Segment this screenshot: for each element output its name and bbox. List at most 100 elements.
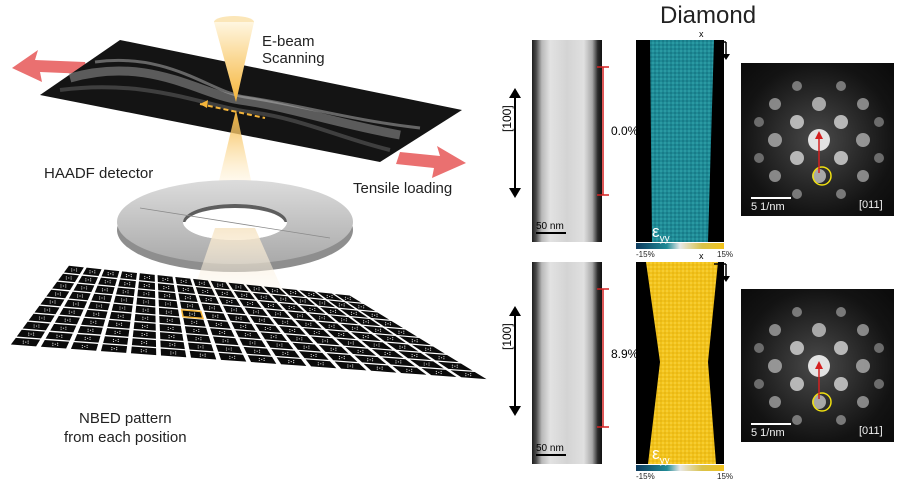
- nbed-spot: [193, 312, 196, 314]
- nbed-spot: [230, 349, 232, 351]
- nbed-spot: [223, 332, 226, 335]
- nbed-spot: [251, 303, 254, 306]
- nbed-spot: [258, 318, 261, 320]
- nbed-spot: [215, 324, 217, 326]
- nbed-spot: [319, 301, 321, 303]
- nbed-spot: [411, 355, 413, 358]
- nbed-spot: [282, 353, 284, 355]
- nbed-spot: [195, 329, 197, 332]
- nbed-spot: [85, 278, 87, 280]
- nbed-spot: [341, 304, 343, 306]
- nbed-spot: [451, 364, 454, 366]
- nbed-spot: [289, 330, 291, 333]
- nbed-spot: [330, 309, 332, 311]
- nbed-spot: [145, 343, 148, 345]
- nbed-spot: [270, 335, 272, 337]
- nbed-spot: [280, 297, 282, 299]
- colorbar-max: 15%: [717, 472, 734, 481]
- nbed-spot: [185, 288, 187, 291]
- nbed-spot: [408, 369, 410, 371]
- nbed-spot: [86, 346, 88, 349]
- nbed-spot: [120, 322, 123, 324]
- nbed-spot: [72, 302, 75, 304]
- nbed-spot: [189, 296, 191, 298]
- nbed-spot: [371, 358, 374, 360]
- nbed-spot: [167, 326, 169, 329]
- nbed-spot: [303, 347, 305, 349]
- nbed-spot: [143, 302, 145, 304]
- nbed-spot: [254, 349, 256, 351]
- map-symbol: εyy: [652, 222, 670, 245]
- nbed-spot: [203, 283, 205, 285]
- nbed-spot: [319, 303, 321, 305]
- nbed-spot: [241, 293, 243, 295]
- nbed-spot: [350, 313, 353, 315]
- nbed-spot: [329, 295, 331, 298]
- nbed-spot: [288, 362, 290, 364]
- nbed-spot: [249, 335, 251, 337]
- nbed-spot: [272, 305, 274, 308]
- nbed-spot: [68, 312, 70, 314]
- nbed-spot: [294, 328, 296, 331]
- nbed-spot: [290, 293, 292, 295]
- tensile-arrow-left: [12, 50, 88, 82]
- nbed-spot: [265, 297, 267, 299]
- nbed-spot: [288, 307, 290, 310]
- nbed-spot: [166, 295, 168, 297]
- nbed-spot: [77, 296, 79, 298]
- nbed-spot: [112, 274, 114, 276]
- nbed-spot: [70, 276, 72, 278]
- nbed-spot: [125, 274, 128, 276]
- nbed-spot: [286, 320, 289, 322]
- strain-map: [636, 40, 724, 249]
- nbed-spot: [401, 346, 403, 348]
- nbed-spot: [168, 337, 170, 339]
- tem-image: 50 nm: [532, 262, 602, 464]
- nbed-spot: [352, 341, 354, 343]
- diffraction-spot: [836, 307, 846, 317]
- nbed-spot: [270, 304, 272, 307]
- nbed-spot: [60, 326, 62, 328]
- nbed-spot: [389, 338, 391, 340]
- nbed-spot: [184, 298, 187, 300]
- nbed-spot: [363, 307, 365, 309]
- nbed-spot: [121, 298, 123, 300]
- nbed-spot: [187, 289, 189, 292]
- tem-scale-bar: [536, 454, 566, 456]
- nbed-spot: [217, 285, 219, 287]
- nbed-spot: [367, 320, 369, 322]
- nbed-spot: [147, 308, 149, 310]
- nbed-spot: [311, 308, 313, 311]
- nbed-spot: [354, 327, 356, 329]
- nbed-spot: [373, 343, 375, 345]
- diffraction-spot: [812, 97, 826, 111]
- nbed-spot: [296, 339, 298, 341]
- nbed-spot: [201, 282, 203, 284]
- nbed-spot: [238, 317, 240, 319]
- direction-label: [100]: [500, 105, 514, 132]
- colorbar-min: -15%: [636, 472, 655, 481]
- nbed-spot: [387, 337, 389, 339]
- nbed-spot: [331, 296, 333, 299]
- nbed-spot: [120, 315, 122, 317]
- nbed-spot: [165, 304, 167, 306]
- diffraction-pattern: 5 1/nm [011]: [741, 63, 894, 216]
- nbed-spot: [240, 326, 242, 328]
- nbed-spot: [435, 372, 437, 375]
- nbed-spot: [362, 335, 364, 337]
- nbed-spot: [121, 307, 123, 309]
- nbed-spot: [343, 358, 345, 360]
- nbed-spot: [65, 276, 67, 278]
- nbed-spot: [205, 298, 207, 300]
- nbed-spot: [52, 344, 54, 346]
- nbed-spot: [223, 330, 226, 333]
- nbed-spot: [121, 300, 123, 302]
- nbed-spot: [60, 328, 62, 330]
- diffraction-pattern: 5 1/nm [011]: [741, 289, 894, 442]
- nbed-spot: [71, 270, 73, 272]
- nbed-spot: [324, 303, 326, 305]
- nbed-spot: [226, 291, 228, 293]
- nbed-spot: [71, 268, 73, 270]
- diffraction-spot: [812, 323, 826, 337]
- nbed-spot: [288, 360, 290, 362]
